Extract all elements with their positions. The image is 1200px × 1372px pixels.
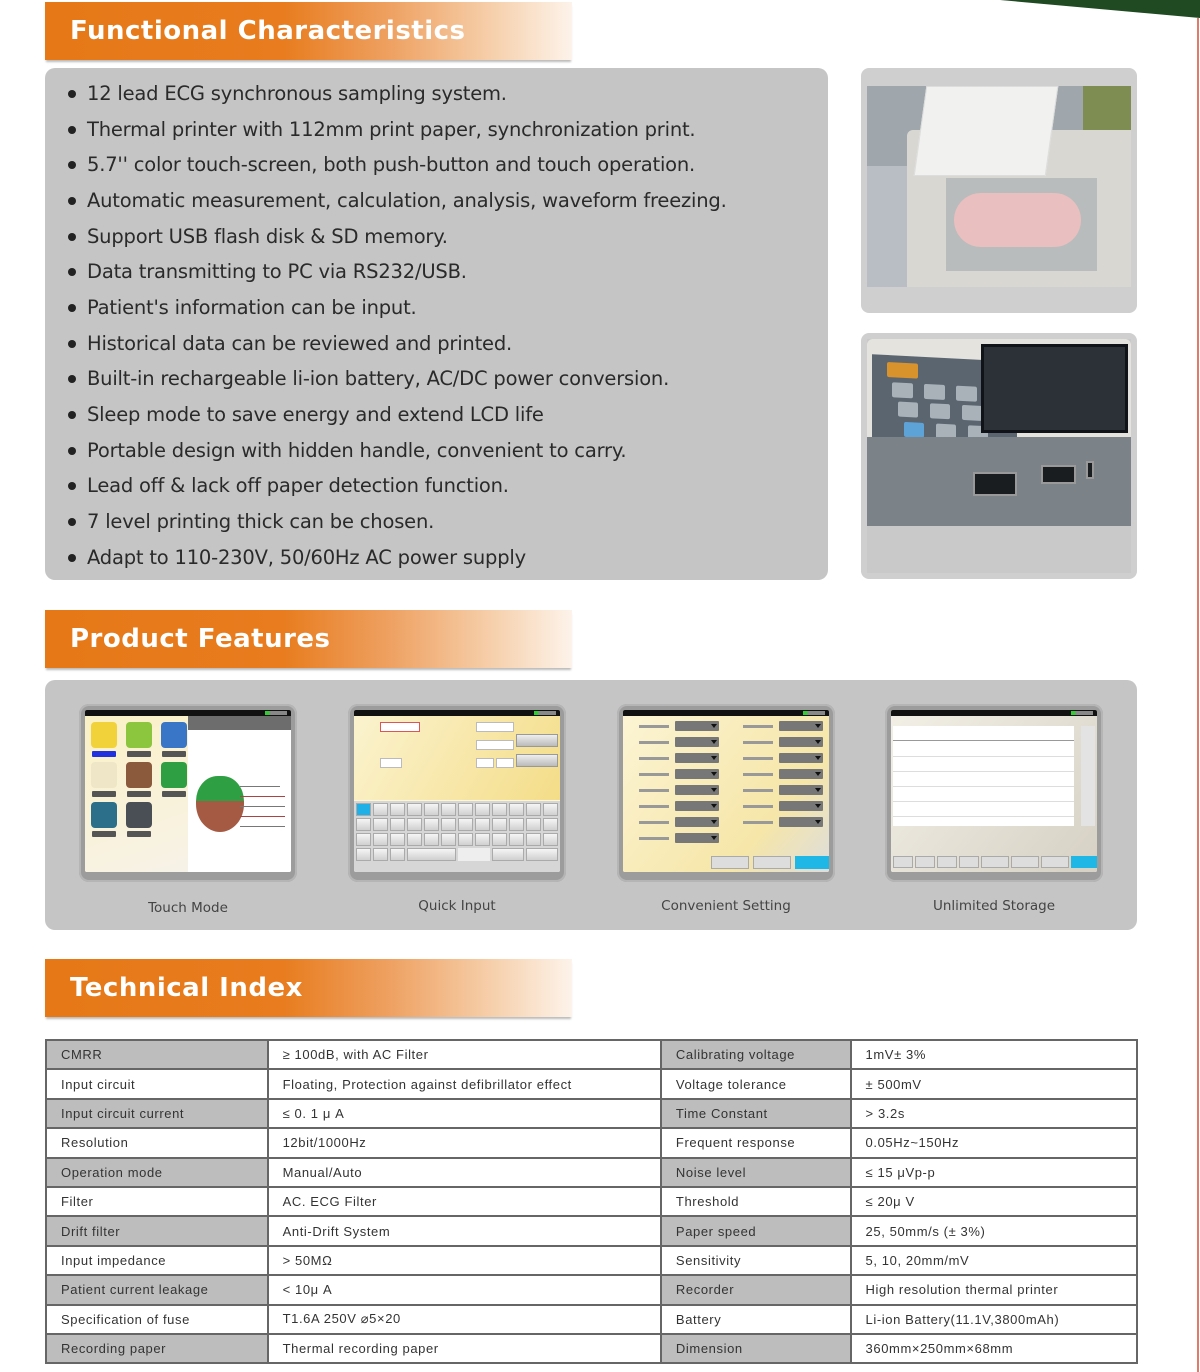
clock-app-icon: [91, 762, 117, 788]
list-item: Portable design with hidden handle, conv…: [68, 433, 727, 469]
table-row: Input circuit Floating, Protection again…: [45, 1068, 1139, 1100]
thermal-printer-paper-roll-photo: [861, 68, 1137, 313]
onscreen-keyboard: [354, 800, 560, 872]
list-item: Adapt to 110-230V, 50/60Hz AC power supp…: [68, 540, 727, 576]
list-item: 12 lead ECG synchronous sampling system.: [68, 76, 727, 112]
technical-index-table: CMRR ≥ 100dB, with AC Filter Calibrating…: [45, 1038, 1139, 1365]
section-header-features: Product Features: [45, 610, 572, 668]
storage-list-screen: [885, 704, 1103, 882]
bullet-icon: [68, 339, 76, 348]
section-header-technical: Technical Index: [45, 959, 572, 1017]
corner-decoration: [1000, 0, 1200, 18]
bullet-icon: [68, 446, 76, 455]
feature-label: Unlimited Storage: [932, 898, 1056, 914]
list-item: Support USB flash disk & SD memory.: [68, 219, 727, 255]
heart-illustration: [196, 776, 244, 832]
bullet-icon: [68, 518, 76, 527]
bullet-icon: [68, 553, 76, 562]
device-keypad-and-ports-photo: [861, 333, 1137, 579]
feature-label: Quick Input: [418, 898, 496, 914]
table-row: Input impedance > 50MΩ Sensitivity 5, 10…: [45, 1244, 1139, 1277]
section-title: Functional Characteristics: [70, 16, 466, 46]
list-item: Thermal printer with 112mm print paper, …: [68, 112, 727, 148]
list-item: Lead off & lack off paper detection func…: [68, 469, 727, 505]
bullet-icon: [68, 196, 76, 205]
table-row: Filter AC. ECG Filter Threshold ≤ 20μ V: [45, 1185, 1139, 1218]
bullet-icon: [68, 268, 76, 277]
touch-mode-screen: [79, 704, 297, 882]
settings-screen: [617, 704, 835, 882]
table-row: Resolution 12bit/1000Hz Frequent respons…: [45, 1127, 1139, 1159]
bullet-icon: [68, 375, 76, 384]
bullet-icon: [68, 482, 76, 491]
bullet-icon: [68, 125, 76, 134]
list-item: Built-in rechargeable li-ion battery, AC…: [68, 362, 727, 398]
help-app-icon: [161, 762, 187, 788]
table-row: CMRR ≥ 100dB, with AC Filter Calibrating…: [45, 1038, 1139, 1071]
bullet-icon: [68, 89, 76, 98]
settings-app-icon: [126, 762, 152, 788]
functional-list: 12 lead ECG synchronous sampling system.…: [68, 76, 727, 576]
table-row: Specification of fuse T1.6A 250V ⌀5×20 B…: [45, 1303, 1139, 1335]
table-row: Input circuit current ≤ 0. 1 μ A Time Co…: [45, 1097, 1139, 1130]
table-row: Operation mode Manual/Auto Noise level ≤…: [45, 1156, 1139, 1188]
functional-list-panel: [45, 68, 828, 580]
list-item: 5.7'' color touch-screen, both push-butt…: [68, 147, 727, 183]
list-item: Historical data can be reviewed and prin…: [68, 326, 727, 362]
search-app-icon: [126, 722, 152, 748]
list-item: Patient's information can be input.: [68, 290, 727, 326]
list-item: Sleep mode to save energy and extend LCD…: [68, 397, 727, 433]
feature-label: Touch Mode: [148, 900, 228, 916]
section-header-functional: Functional Characteristics: [45, 2, 572, 60]
page-edge-rule: [1197, 18, 1199, 1372]
exit-app-icon: [126, 802, 152, 828]
bullet-icon: [68, 411, 76, 420]
list-item: 7 level printing thick can be chosen.: [68, 504, 727, 540]
email-app-icon: [91, 802, 117, 828]
list-item: Data transmitting to PC via RS232/USB.: [68, 254, 727, 290]
list-item: Automatic measurement, calculation, anal…: [68, 183, 727, 219]
body-app-icon: [161, 722, 187, 748]
cancel-button: [516, 754, 558, 767]
quick-input-screen: [348, 704, 566, 882]
bullet-icon: [68, 303, 76, 312]
bullet-icon: [68, 232, 76, 241]
feature-label: Convenient Setting: [661, 898, 791, 914]
add-button: [516, 734, 558, 747]
table-row: Patient current leakage < 10μ A Recorder…: [45, 1274, 1139, 1306]
table-row: Recording paper Thermal recording paper …: [45, 1332, 1139, 1365]
section-title: Technical Index: [70, 973, 303, 1003]
table-row: Drift filter Anti-Drift System Paper spe…: [45, 1215, 1139, 1247]
section-title: Product Features: [70, 624, 331, 654]
bullet-icon: [68, 161, 76, 170]
patient-app-icon: [91, 722, 117, 748]
